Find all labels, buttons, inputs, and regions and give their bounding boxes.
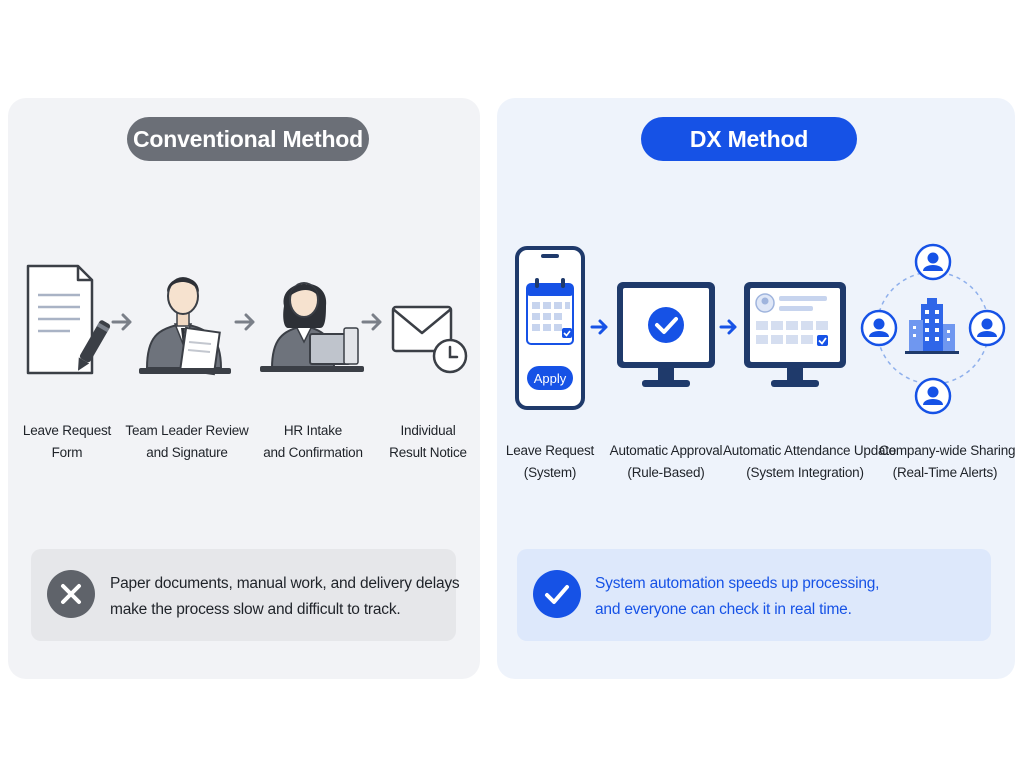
conventional-note: Paper documents, manual work, and delive… (31, 549, 460, 641)
conventional-note-text: Paper documents, manual work, and delive… (110, 575, 460, 618)
monitor-attendance-icon (744, 282, 846, 387)
company-network-icon (860, 243, 1006, 415)
arrow-right-icon (590, 319, 608, 335)
arrow-right-icon (361, 313, 382, 331)
conventional-method-panel: Conventional Method (8, 98, 480, 679)
arrow-right-icon (111, 313, 132, 331)
step-label: Company-wide Sharing(Real-Time Alerts) (879, 443, 1016, 480)
dx-note: System automation speeds up processing,a… (517, 549, 991, 641)
monitor-check-icon (617, 282, 715, 387)
step-label: Leave Request(System) (505, 443, 595, 480)
smartphone-calendar-icon: Apply (515, 246, 585, 410)
arrow-right-icon (719, 319, 737, 335)
dx-method-title: DX Method (641, 117, 857, 161)
team-leader-signing-icon (139, 277, 231, 376)
dx-note-text: System automation speeds up processing,a… (595, 575, 880, 618)
conventional-method-title: Conventional Method (127, 117, 369, 161)
close-icon (47, 570, 95, 618)
envelope-clock-icon (391, 305, 468, 374)
step-label: Automatic Approval(Rule-Based) (609, 443, 723, 480)
arrow-right-icon (234, 313, 255, 331)
check-icon (533, 570, 581, 618)
dx-method-panel: DX Method Apply (497, 98, 1016, 679)
step-label: Automatic Attendance Update(System Integ… (723, 443, 897, 480)
hr-staff-laptop-icon (260, 282, 364, 372)
apply-button[interactable]: Apply (527, 366, 573, 390)
paper-form-icon (26, 264, 111, 375)
